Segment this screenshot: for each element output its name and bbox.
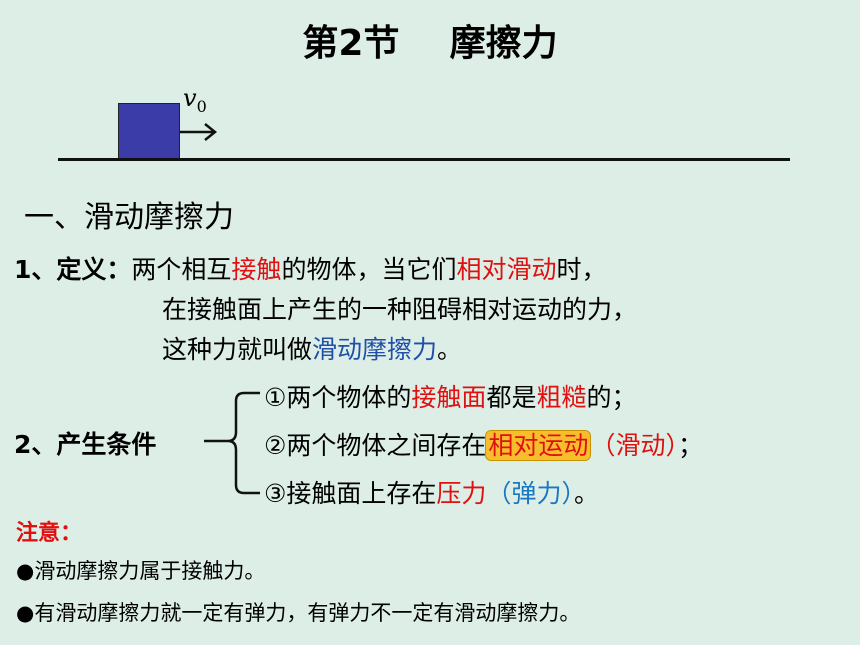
- velocity-arrow-icon: [180, 123, 218, 141]
- text: 的物体，当它们: [281, 255, 457, 284]
- text: ②两个物体之间存在: [264, 431, 487, 460]
- condition-item-2: ②两个物体之间存在相对运动（滑动）；: [264, 426, 703, 462]
- brace-icon: [204, 391, 260, 495]
- text: 。: [573, 479, 599, 508]
- velocity-label: v0: [183, 84, 207, 116]
- text: ③接触面上存在: [264, 479, 437, 508]
- term-contact-surface: 接触面: [411, 383, 487, 412]
- definition-line-1: 1、定义：两个相互接触的物体，当它们相对滑动时，: [14, 250, 606, 286]
- velocity-subscript: 0: [196, 96, 207, 116]
- text: ①两个物体的: [264, 383, 412, 412]
- definition-line-3: 这种力就叫做滑动摩擦力。: [162, 330, 462, 366]
- text: 都是: [486, 383, 537, 412]
- term-elastic-paren: （弹力）: [486, 479, 574, 508]
- note-label: 注意：: [16, 521, 83, 546]
- condition-item-3: ③接触面上存在压力（弹力）。: [264, 474, 599, 510]
- velocity-symbol: v: [183, 84, 197, 112]
- note-bullet-1: ●滑动摩擦力属于接触力。: [16, 559, 266, 583]
- term-relative-sliding: 相对滑动: [456, 255, 557, 284]
- sliding-block: [118, 103, 180, 159]
- text: 的；: [586, 383, 637, 412]
- text: ；: [677, 431, 703, 460]
- slide-title: 第2节 摩擦力: [302, 23, 558, 64]
- section-heading: 一、滑动摩擦力: [24, 200, 234, 235]
- term-sliding-paren: （滑动）: [590, 431, 678, 460]
- term-rough: 粗糙: [536, 383, 587, 412]
- text: 这种力就叫做: [162, 335, 313, 364]
- term-sliding-friction: 滑动摩擦力: [312, 335, 438, 364]
- note-bullet-2: ●有滑动摩擦力就一定有弹力，有弹力不一定有滑动摩擦力。: [16, 601, 581, 625]
- ground-line: [58, 158, 790, 161]
- condition-item-1: ①两个物体的接触面都是粗糙的；: [264, 378, 636, 414]
- term-contact: 接触: [231, 255, 282, 284]
- text: 两个相互: [131, 255, 232, 284]
- term-relative-motion: 相对运动: [485, 430, 592, 461]
- conditions-label: 2、产生条件: [14, 430, 157, 459]
- text: 时，: [556, 255, 607, 284]
- definition-label: 1、定义：: [14, 255, 132, 284]
- definition-line-2: 在接触面上产生的一种阻碍相对运动的力，: [162, 295, 638, 324]
- term-pressure: 压力: [436, 479, 487, 508]
- text: 。: [437, 335, 463, 364]
